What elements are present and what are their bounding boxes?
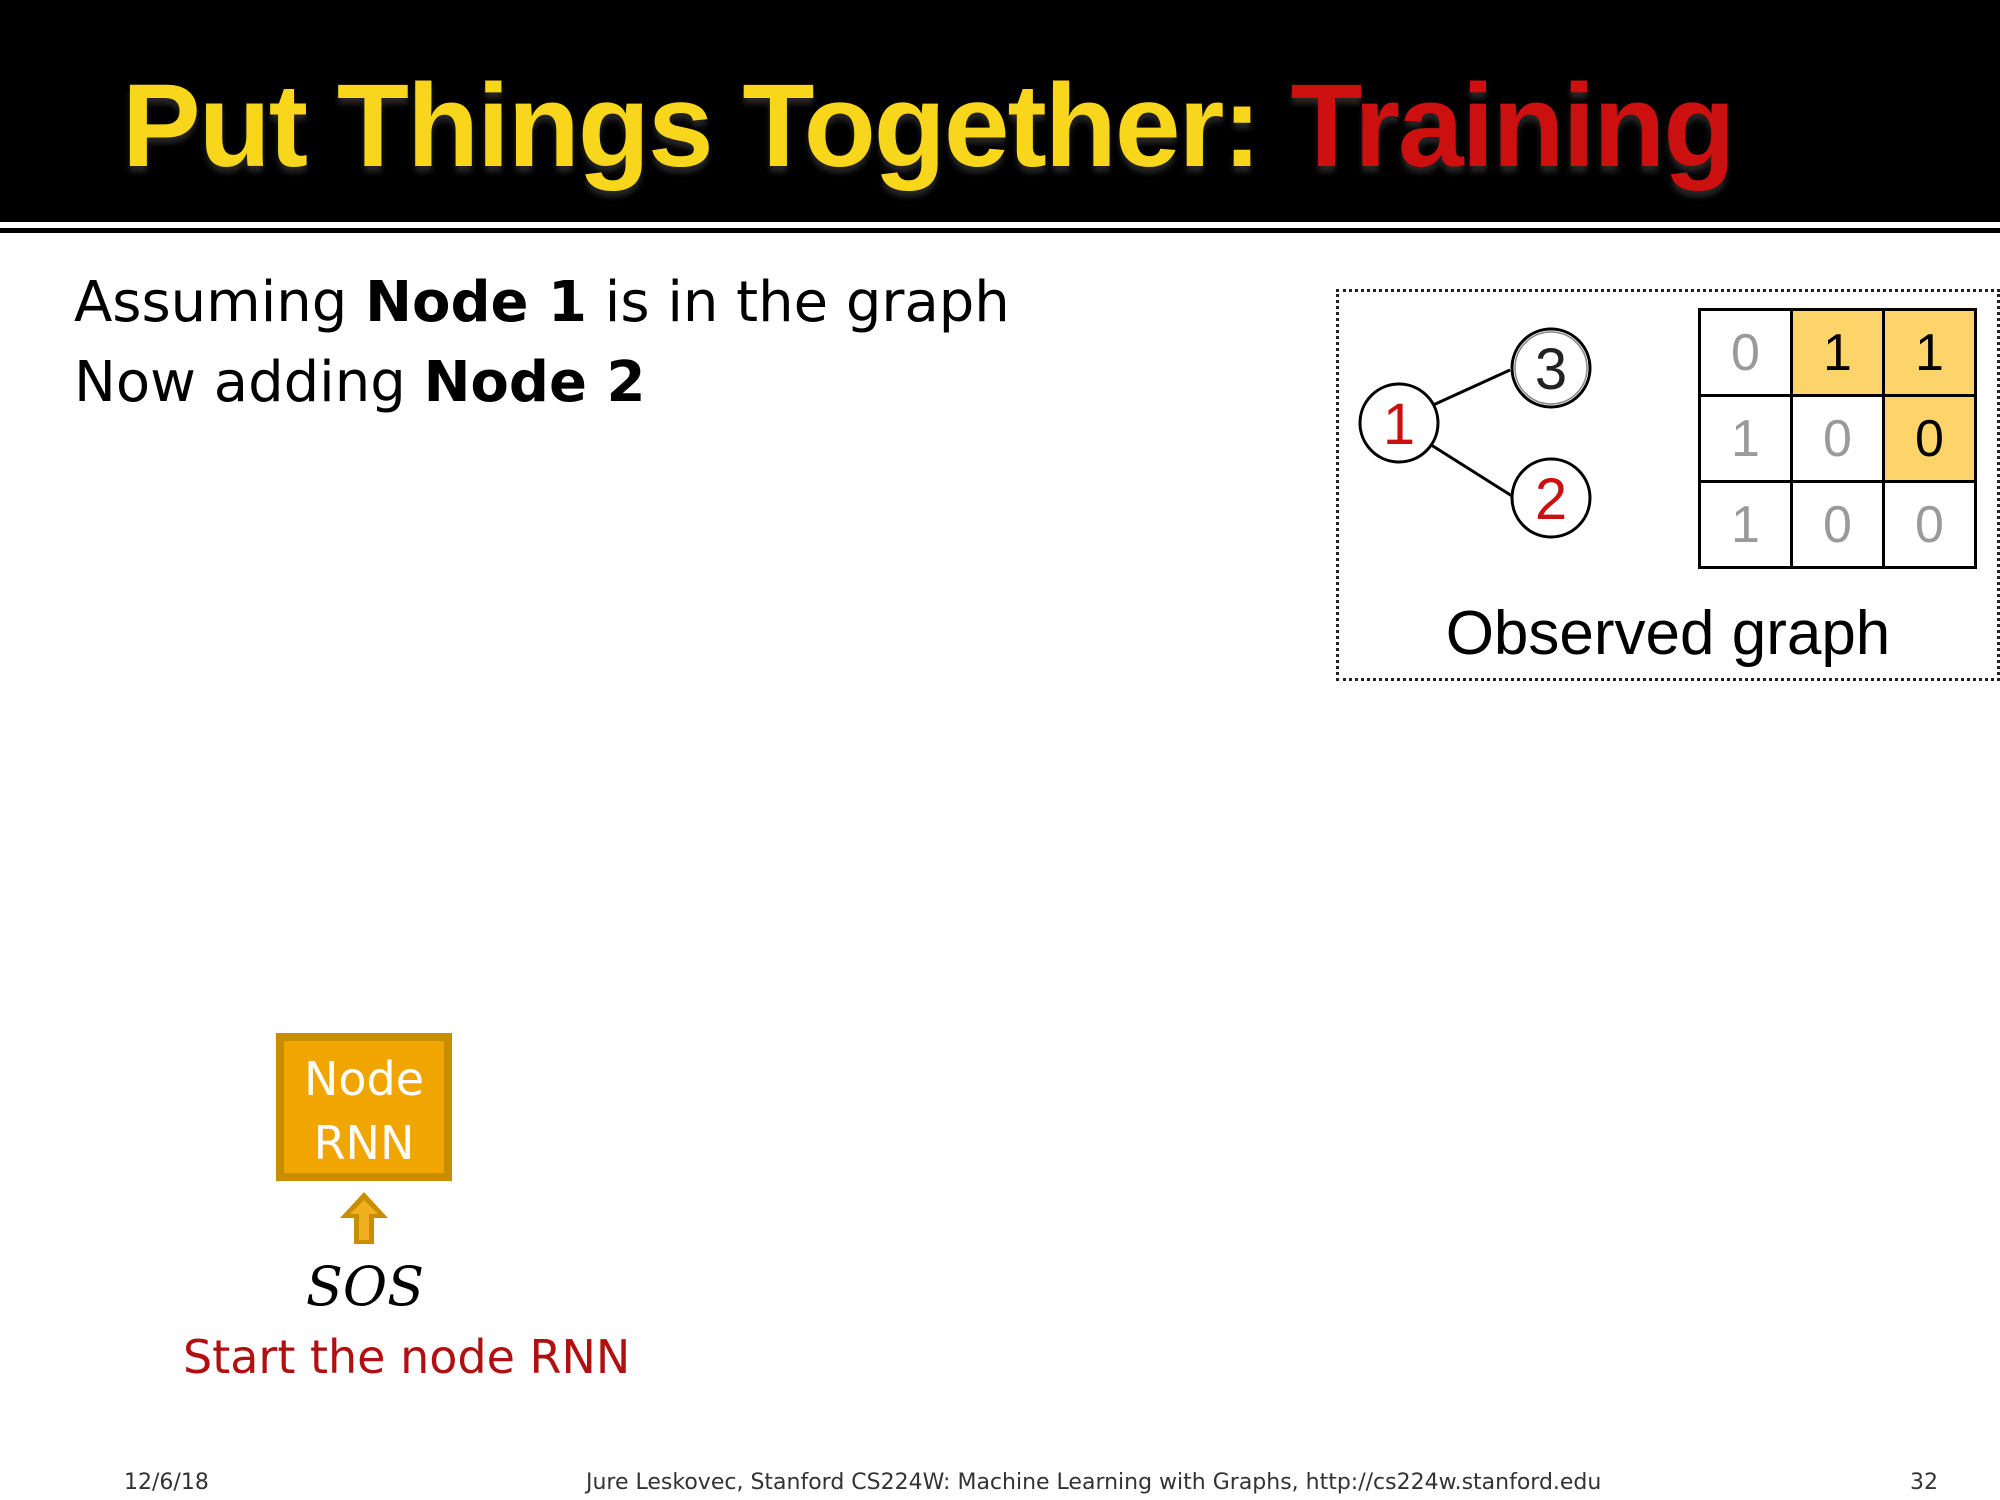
title-part-1: Put Things Together:: [122, 60, 1262, 192]
graph-node-1: 1: [1358, 382, 1440, 464]
matrix-cell: 1: [1698, 480, 1793, 569]
observed-graph-box: [1336, 289, 2000, 681]
node-rnn-label-line2: RNN: [313, 1116, 415, 1170]
graph-node-3-label: 3: [1535, 337, 1567, 402]
matrix-cell: 1: [1698, 394, 1793, 483]
body-line-1-bold: Node 1: [365, 270, 587, 335]
footer-date: 12/6/18: [124, 1470, 209, 1495]
graph-node-2: 2: [1510, 457, 1592, 539]
start-node-rnn-caption: Start the node RNN: [183, 1330, 631, 1384]
body-line-2-bold: Node 2: [423, 350, 646, 415]
graph-node-3: 3: [1510, 327, 1592, 409]
up-arrow-icon: [340, 1192, 388, 1244]
footer-page-number: 32: [1910, 1470, 1938, 1495]
graph-node-2-label: 2: [1535, 467, 1567, 532]
title-bar: [0, 0, 2000, 222]
graph-node-1-label: 1: [1383, 392, 1415, 457]
footer-credit: Jure Leskovec, Stanford CS224W: Machine …: [586, 1470, 1602, 1495]
slide-title: Put Things Together: Training: [122, 58, 1736, 194]
matrix-cell: 0: [1882, 394, 1977, 483]
matrix-cell: 1: [1882, 308, 1977, 397]
body-line-1-pre: Assuming: [74, 270, 366, 335]
body-line-2: Now adding Node 2: [74, 350, 645, 415]
body-line-2-pre: Now adding: [74, 350, 424, 415]
matrix-cell: 0: [1790, 480, 1885, 569]
title-divider: [0, 228, 2000, 233]
matrix-cell: 0: [1882, 480, 1977, 569]
title-part-2: Training: [1290, 60, 1736, 192]
node-rnn-box: Node RNN: [276, 1033, 452, 1181]
matrix-cell: 1: [1790, 308, 1885, 397]
body-line-1-post: is in the graph: [586, 270, 1010, 335]
matrix-cell: 0: [1790, 394, 1885, 483]
matrix-cell: 0: [1698, 308, 1793, 397]
observed-graph-caption: Observed graph: [1445, 599, 1891, 668]
observed-graph-diagram: 3 1 2: [1358, 327, 1592, 539]
sos-token-label: SOS: [305, 1255, 425, 1318]
body-line-1: Assuming Node 1 is in the graph: [74, 270, 1010, 335]
node-rnn-label-line1: Node: [303, 1052, 425, 1106]
